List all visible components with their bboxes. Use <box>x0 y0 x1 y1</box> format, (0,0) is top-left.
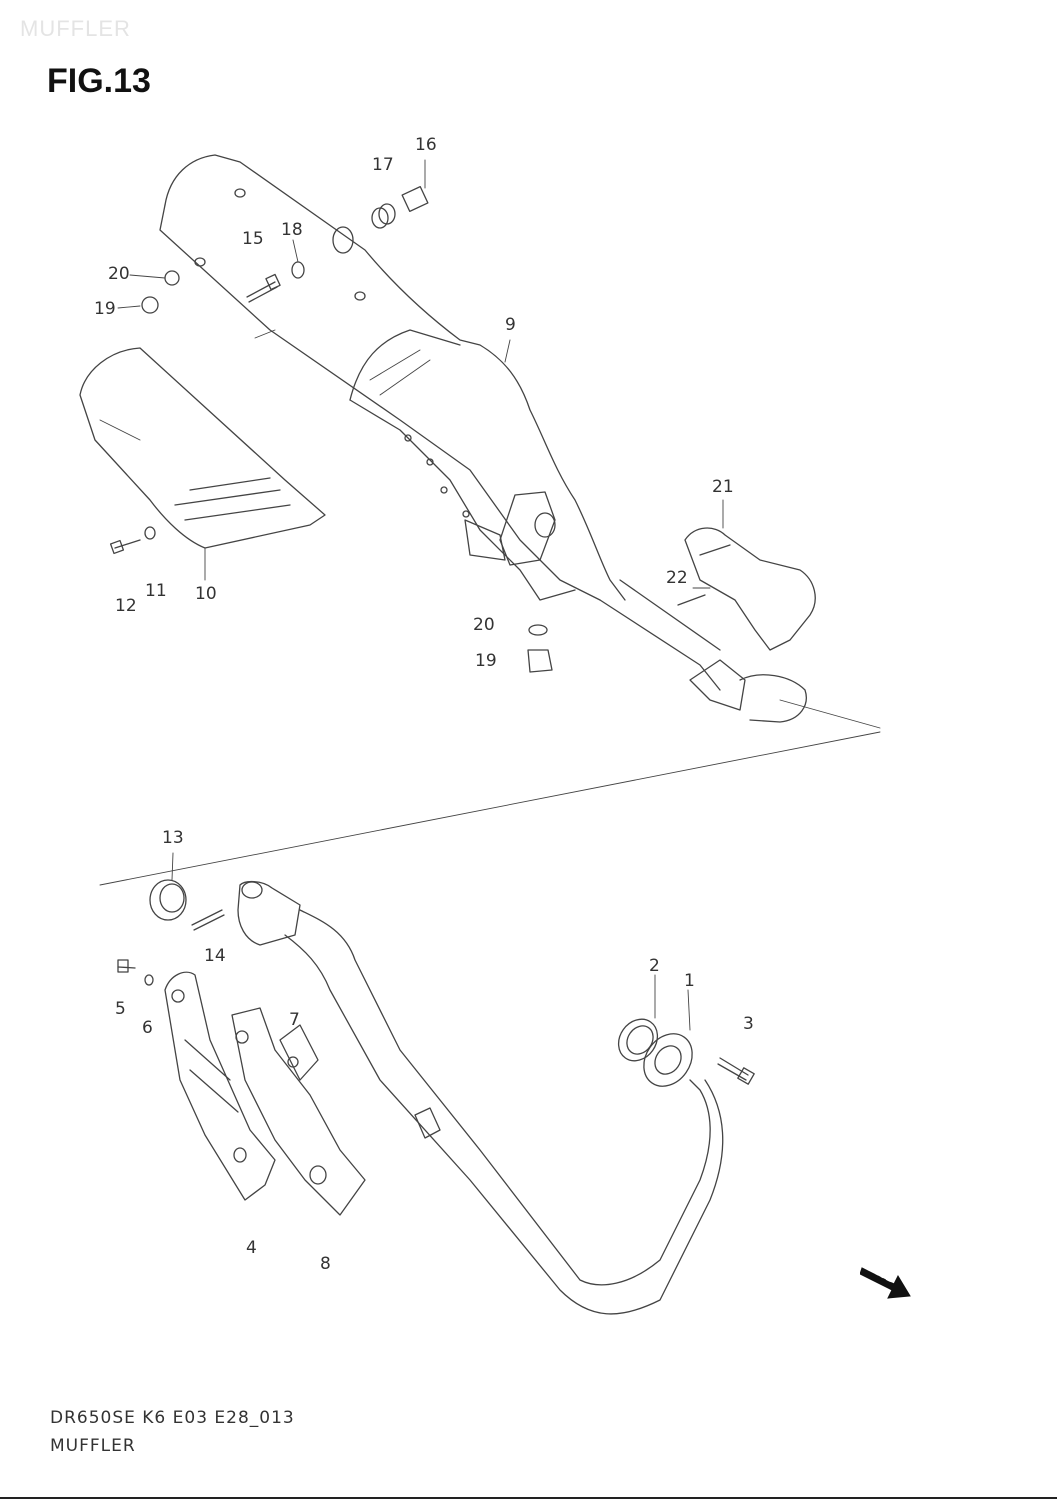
muffler-mount-hardware <box>141 185 429 314</box>
exhaust-flange <box>617 1018 755 1087</box>
callout-1: 1 <box>684 971 695 991</box>
callout-20-lower: 20 <box>473 615 495 635</box>
header-watermark: MUFFLER <box>20 16 131 41</box>
callout-16: 16 <box>415 135 437 155</box>
callout-5: 5 <box>115 999 126 1019</box>
forward-arrow-icon <box>860 1267 911 1299</box>
callout-12: 12 <box>115 596 137 616</box>
callout-21: 21 <box>712 477 734 497</box>
section-name: MUFFLER <box>50 1436 136 1456</box>
muffler-heat-shield <box>79 347 326 555</box>
callout-6: 6 <box>142 1018 153 1038</box>
muffler-tailpipe <box>527 579 881 729</box>
muffler-body <box>159 154 626 601</box>
callout-15: 15 <box>242 229 264 249</box>
exhaust-clamp <box>237 880 301 946</box>
callout-20-upper: 20 <box>108 264 130 284</box>
callout-10: 10 <box>195 584 217 604</box>
callout-2: 2 <box>649 956 660 976</box>
callout-11: 11 <box>145 581 167 601</box>
diagram-code: DR650SE K6 E03 E28_013 <box>50 1408 295 1428</box>
callout-4: 4 <box>246 1238 257 1258</box>
callout-19-lower: 19 <box>475 651 497 671</box>
clamp-bolt <box>191 909 225 931</box>
callout-18: 18 <box>281 220 303 240</box>
callout-14: 14 <box>204 946 226 966</box>
pipe-heat-shield-lower <box>117 959 366 1216</box>
callout-8: 8 <box>320 1254 331 1274</box>
callout-13: 13 <box>162 828 184 848</box>
callout-leader-lines <box>117 159 724 1031</box>
page-bottom-border <box>0 1497 1057 1499</box>
callout-9: 9 <box>505 315 516 335</box>
exhaust-pipe <box>284 909 724 1315</box>
callout-19-upper: 19 <box>94 299 116 319</box>
callout-3: 3 <box>743 1014 754 1034</box>
callout-17: 17 <box>372 155 394 175</box>
figure-title: FIG.13 <box>47 62 151 100</box>
exhaust-gasket <box>149 879 187 921</box>
assembly-connection-line <box>99 731 881 886</box>
rear-cover <box>677 527 816 651</box>
callout-22: 22 <box>666 568 688 588</box>
callout-7: 7 <box>289 1010 300 1030</box>
